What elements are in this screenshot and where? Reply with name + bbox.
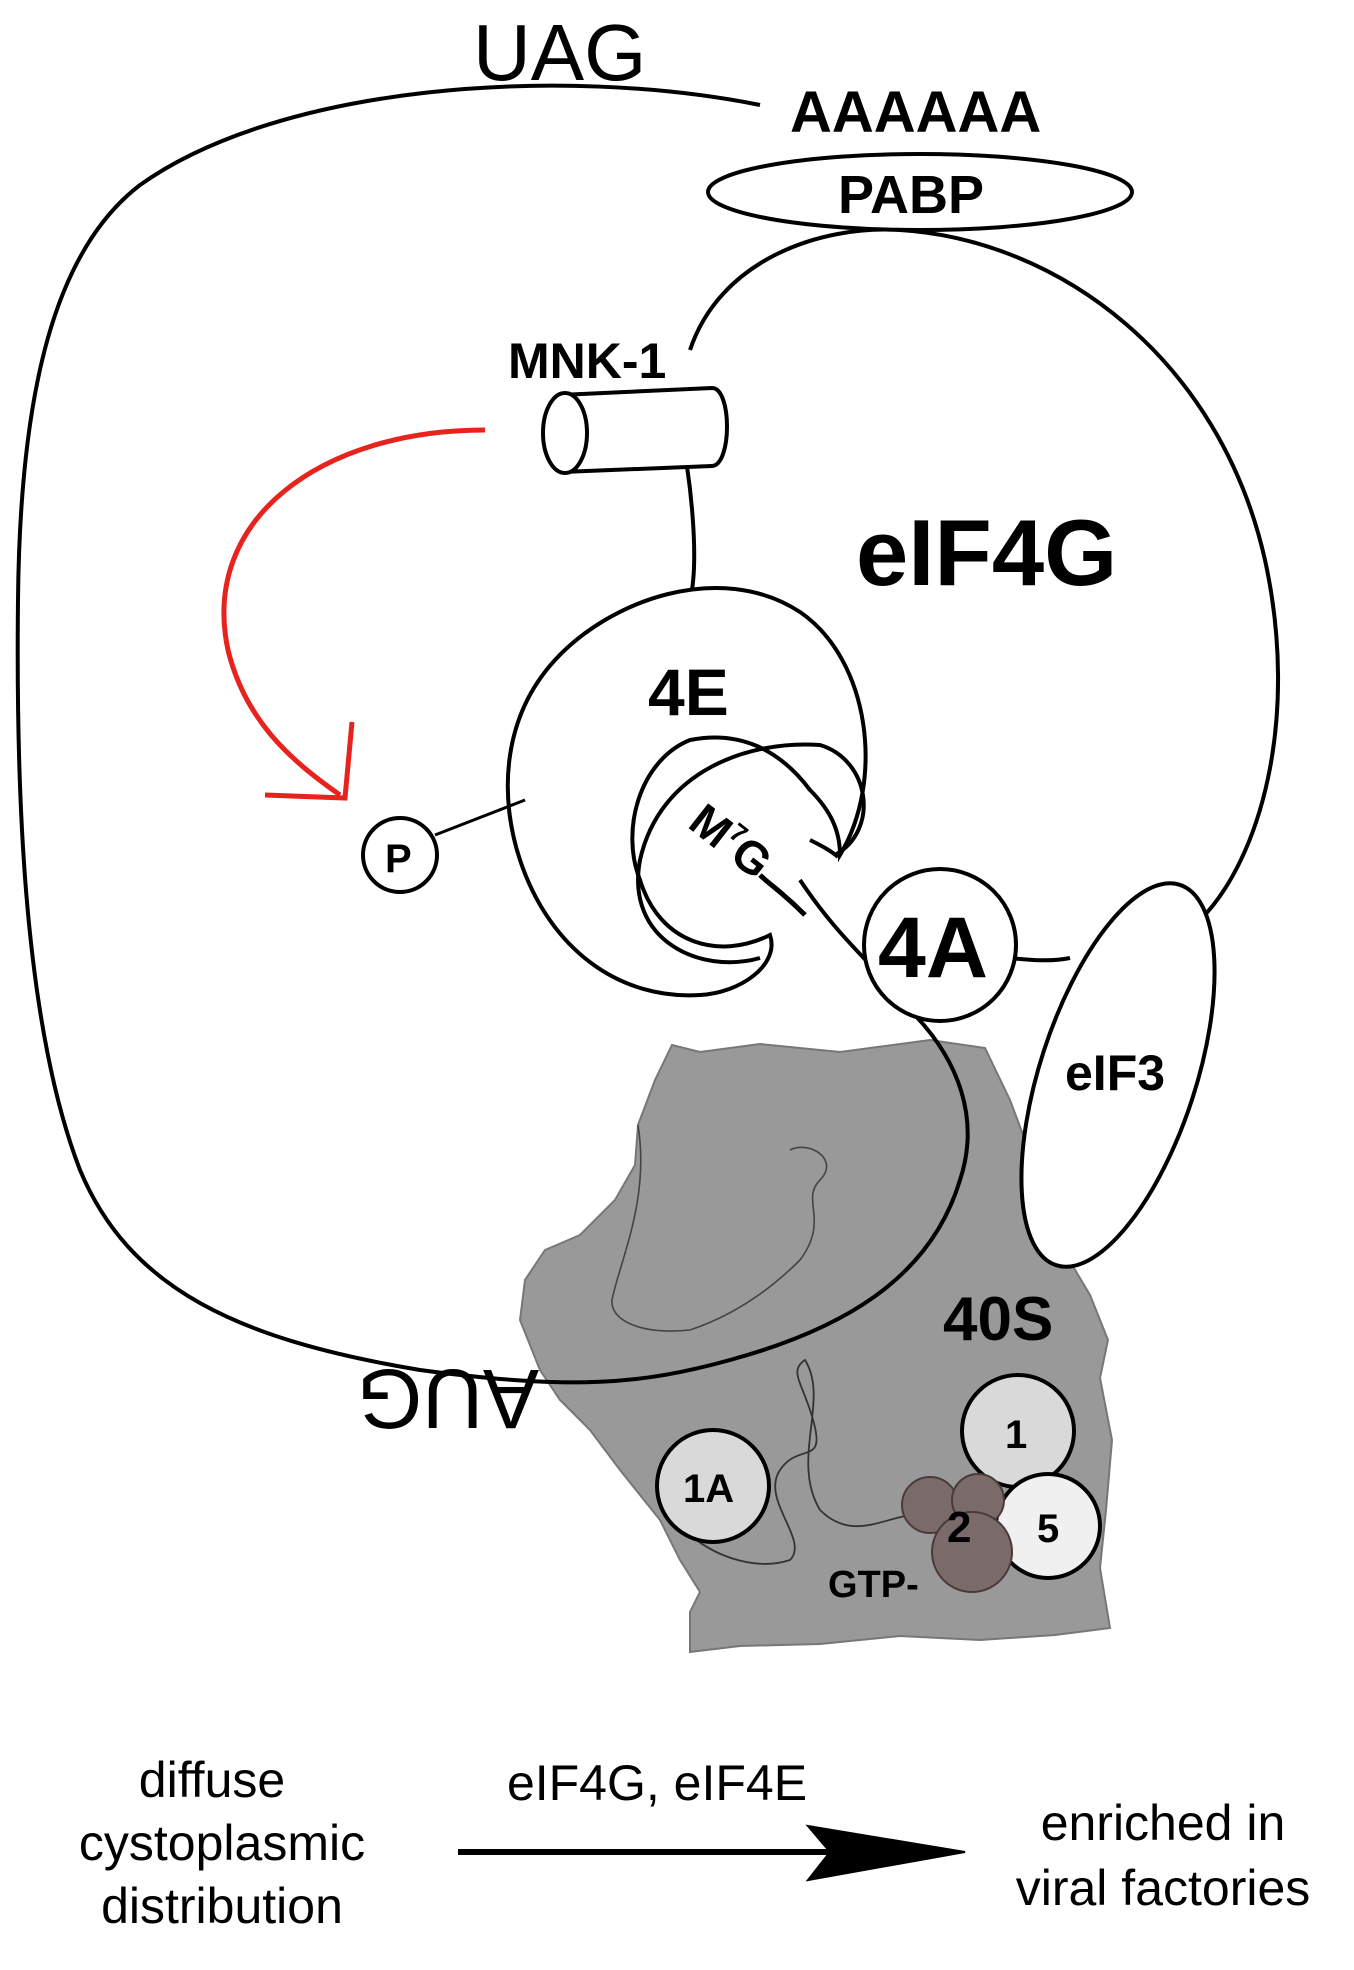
mnk1-label: MNK-1 — [508, 333, 666, 389]
eif4e-label: 4E — [648, 655, 729, 729]
caption-left-line3: distribution — [101, 1878, 343, 1934]
eif1-label: 1 — [1005, 1413, 1027, 1457]
pabp-label: PABP — [838, 165, 984, 225]
phosphate-tether — [434, 798, 526, 837]
eif3-shape — [1019, 881, 1217, 1269]
caption-arrowhead — [805, 1824, 966, 1882]
phosphorylation-arrow — [221, 427, 486, 798]
phosphate-label: P — [385, 837, 412, 881]
rrna-contour — [611, 1124, 828, 1332]
caption-arrow-label: eIF4G, eIF4E — [507, 1755, 807, 1811]
eif4g-label: eIF4G — [856, 500, 1117, 605]
phosphorylation-arrowhead — [264, 721, 355, 801]
stop-codon-label: UAG — [473, 8, 646, 97]
start-codon-label-group: AUG — [357, 1352, 539, 1446]
eif5-label: 5 — [1037, 1507, 1059, 1551]
caption-right-line2: viral factories — [1016, 1860, 1311, 1916]
eif4e-shape — [505, 586, 868, 998]
eif1a-label: 1A — [683, 1467, 734, 1511]
mnk1-cylinder-body — [559, 385, 729, 474]
eif3-label: eIF3 — [1065, 1045, 1165, 1101]
cap-m: M — [680, 793, 742, 858]
pabp-shape — [706, 152, 1134, 232]
mrna-loop — [15, 83, 970, 1385]
phosphate-circle — [361, 816, 439, 894]
poly-a-label: AAAAAA — [790, 80, 1041, 145]
cap-label: M7G — [680, 793, 782, 889]
ribosome-40s-label: 40S — [943, 1285, 1053, 1354]
caption-left-line2: cystoplasmic — [79, 1815, 365, 1871]
eif2-cluster — [901, 1473, 1013, 1593]
eif4a-label: 4A — [878, 900, 988, 996]
eif4g-shape — [678, 227, 1281, 963]
caption-left-line1: diffuse — [139, 1752, 285, 1808]
caption-right-line1: enriched in — [1041, 1795, 1286, 1851]
svg-text:M7G: M7G — [680, 793, 782, 889]
cap-m7g-shape — [636, 742, 866, 965]
eif4a-circle — [862, 867, 1018, 1023]
mrna-5prime-end — [758, 873, 807, 917]
start-codon-label: AUG — [357, 1352, 539, 1446]
eif2-label: 2 — [947, 1503, 971, 1552]
gtp-label: GTP- — [828, 1564, 919, 1606]
eif1a-circle — [655, 1428, 771, 1544]
mnk1-cylinder-cap — [541, 391, 589, 475]
